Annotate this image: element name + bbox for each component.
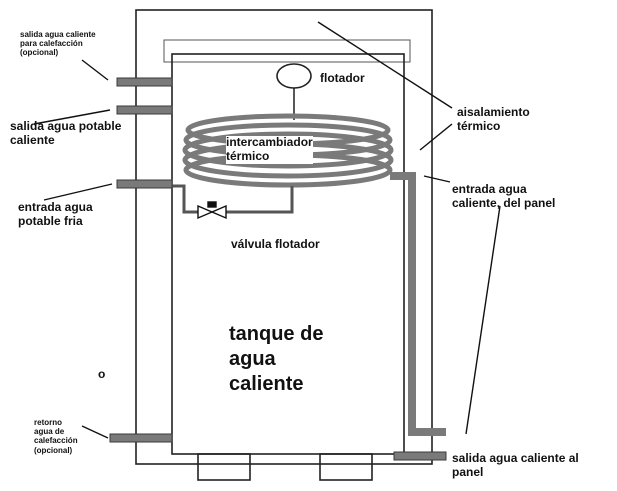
label-intercambiador: intercambiador térmico <box>226 135 313 164</box>
label-tanque: tanque de agua caliente <box>229 323 324 395</box>
tank-foot-right <box>319 453 373 481</box>
label-flotador: flotador <box>320 71 365 85</box>
float-valve-icon <box>197 201 227 220</box>
pipe-salida-potable <box>116 105 173 115</box>
insulation-casing <box>135 9 433 465</box>
insulation-inner-line <box>163 39 411 63</box>
tank-body <box>171 53 405 455</box>
label-stray-o: o <box>98 367 106 381</box>
pipe-salida-panel <box>393 451 447 461</box>
pipe-retorno <box>109 433 173 443</box>
float-valve-pipe <box>172 184 294 214</box>
label-aislamiento: aisalamiento térmico <box>457 105 530 133</box>
tank-foot-left <box>197 453 251 481</box>
label-salida-panel: salida agua caliente al panel <box>452 451 579 479</box>
label-salida-calefaccion: salida agua caliente para calefacción (o… <box>20 30 96 58</box>
label-retorno: retorno agua de calefacción (opcional) <box>34 418 78 455</box>
pipe-salida-calefaccion <box>116 77 173 87</box>
label-salida-potable: salida agua potable caliente <box>10 119 122 147</box>
label-entrada-fria: entrada agua potable fria <box>18 200 93 228</box>
label-valvula: válvula flotador <box>231 237 320 251</box>
pipe-entrada-fria <box>116 179 173 189</box>
pipe-entrada-panel <box>390 172 446 436</box>
label-entrada-panel: entrada agua caliente, del panel <box>452 182 556 210</box>
leader-lines <box>33 21 501 439</box>
float-ball <box>276 63 312 89</box>
